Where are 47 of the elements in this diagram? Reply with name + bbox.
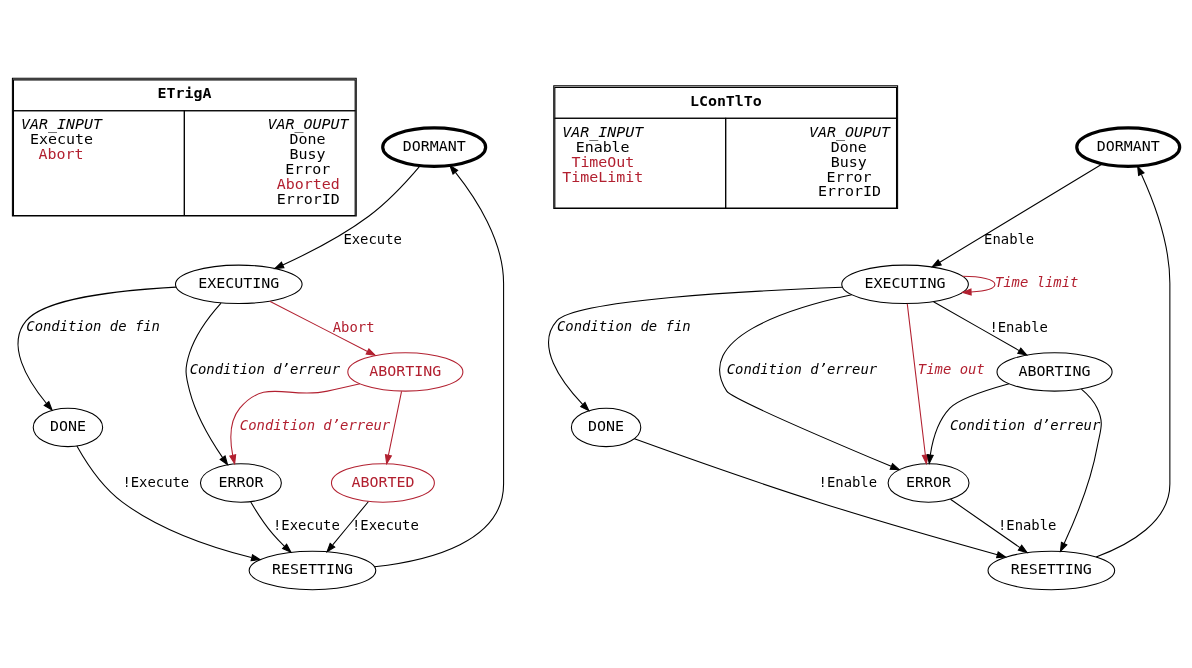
arrow — [926, 383, 1010, 466]
arrow — [719, 294, 901, 471]
edge-label: Execute — [343, 231, 402, 248]
node-ellipse: ABORTING — [996, 352, 1113, 392]
arrow — [373, 164, 505, 568]
node-ellipse: DORMANT — [1075, 126, 1182, 168]
edge-label: !Enable — [997, 517, 1057, 534]
edge-label: Enable — [984, 231, 1035, 248]
arrow — [250, 501, 293, 554]
arrow — [17, 286, 177, 412]
arrow — [228, 383, 361, 466]
node-ellipse: EXECUTING — [174, 264, 303, 305]
node-ellipse: ABORTED — [330, 463, 435, 503]
node-ellipse: ABORTING — [347, 352, 464, 392]
edge-label: !Enable — [989, 318, 1048, 335]
edge-label: Condition d’erreur — [239, 416, 391, 433]
edge-label: Abort — [332, 318, 375, 335]
edge-label: Condition de fin — [26, 317, 160, 334]
arrow — [930, 163, 1103, 268]
arrow — [548, 286, 843, 412]
arrow — [326, 501, 369, 553]
node-ellipse: DONE — [32, 407, 104, 448]
arrow — [933, 301, 1029, 356]
arrow — [273, 165, 421, 270]
edge-label: !Execute — [122, 473, 190, 490]
edge-label: !Enable — [818, 473, 878, 490]
edge-label: Condition de fin — [556, 317, 691, 334]
node-ellipse: EXECUTING — [841, 264, 969, 305]
edge-label: Time limit — [994, 273, 1079, 290]
edge-label: Time out — [917, 361, 985, 378]
arrow — [960, 275, 996, 296]
edge-label: Condition d’erreur — [189, 361, 341, 378]
edge-label: !Execute — [351, 517, 419, 534]
arrow — [1095, 165, 1171, 558]
arrow — [185, 302, 229, 466]
node-ellipse: DONE — [570, 407, 642, 448]
arrow — [76, 445, 262, 562]
arrow — [949, 498, 1029, 554]
node-ellipse: ERROR — [199, 463, 282, 503]
edge-label: Condition d’erreur — [726, 361, 878, 378]
edge-label: !Execute — [272, 517, 340, 534]
arrow — [384, 390, 403, 466]
arrow — [1059, 388, 1102, 553]
arrow — [633, 438, 1008, 559]
edge-label: Condition d’erreur — [949, 416, 1101, 433]
arrow — [269, 300, 377, 357]
node-ellipse: DORMANT — [381, 126, 488, 168]
